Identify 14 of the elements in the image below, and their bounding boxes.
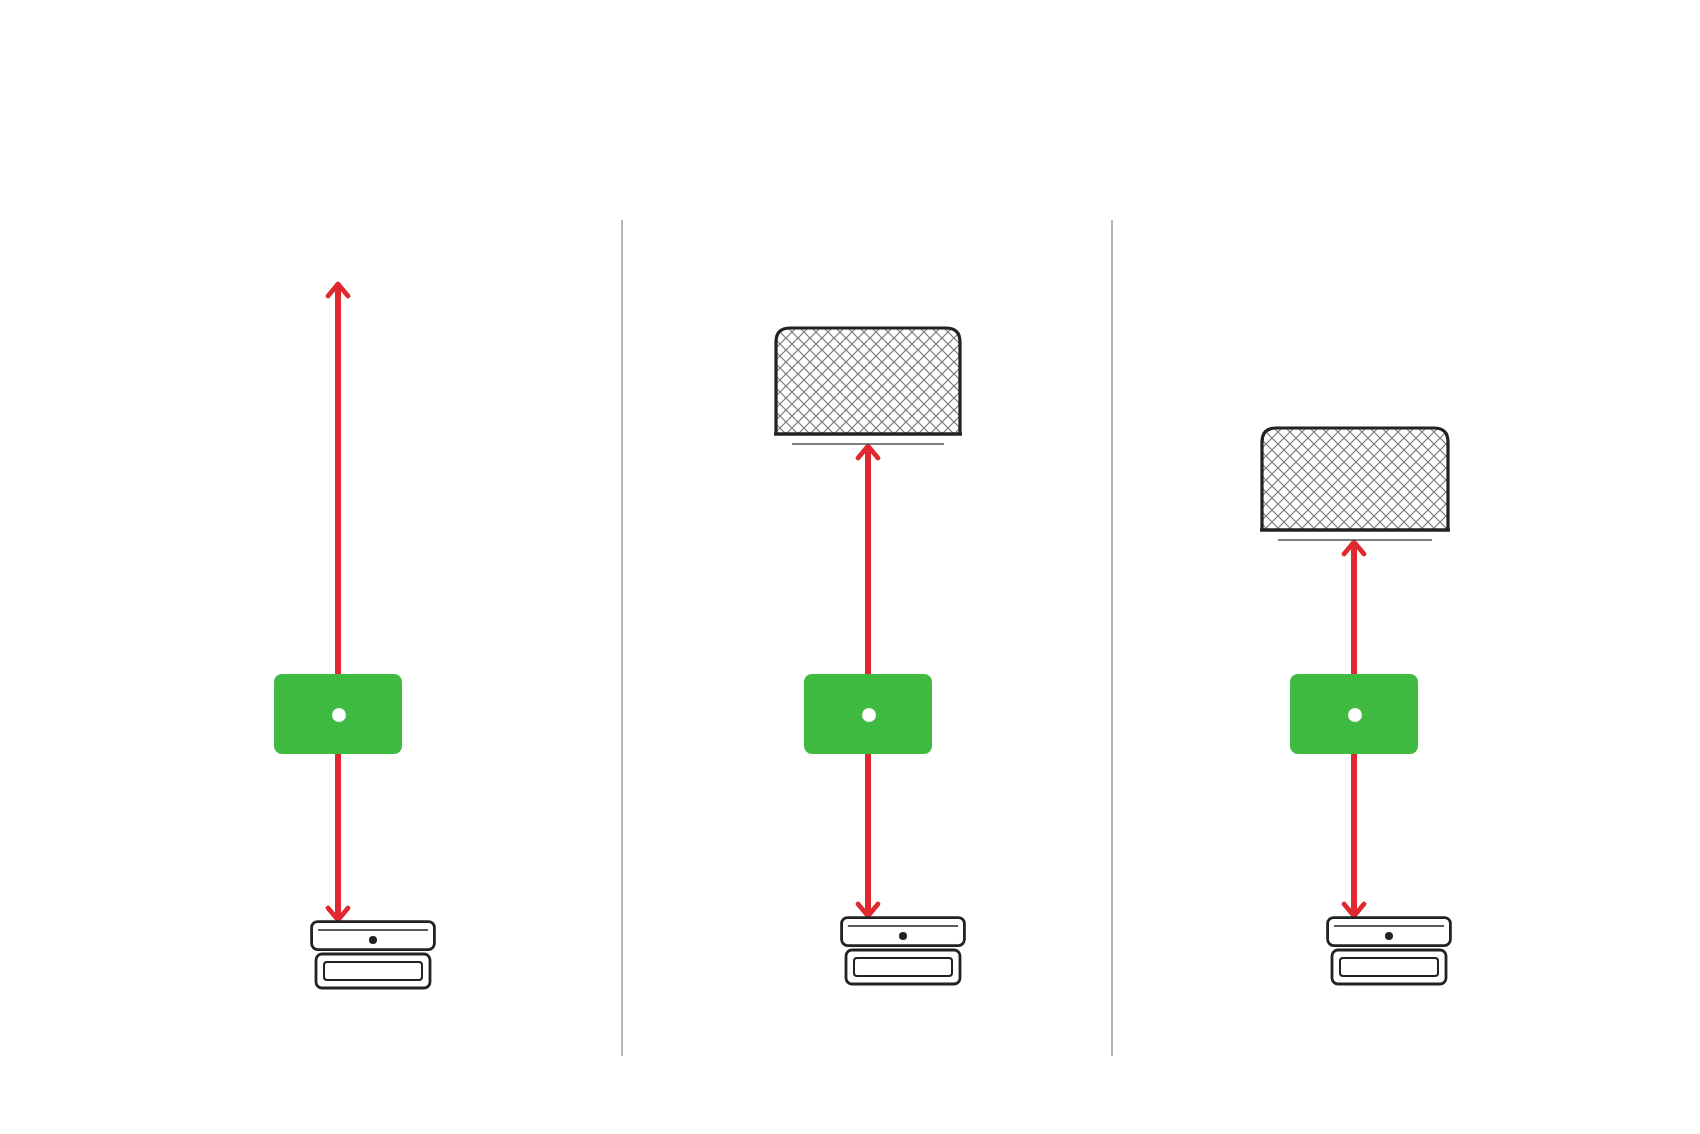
arrow: [1341, 539, 1367, 674]
camera-drawing: [310, 920, 436, 990]
goal-net-drawing: [774, 326, 962, 446]
marker-box: [804, 674, 932, 754]
camera-drawing: [1326, 916, 1452, 986]
arrow: [325, 754, 351, 923]
arrow: [855, 443, 881, 674]
arrow: [325, 281, 351, 674]
camera-drawing: [840, 916, 966, 986]
arrow: [1341, 754, 1367, 919]
marker-box: [274, 674, 402, 754]
arrow: [855, 754, 881, 919]
marker-box: [1290, 674, 1418, 754]
goal-net-drawing: [1260, 426, 1450, 542]
